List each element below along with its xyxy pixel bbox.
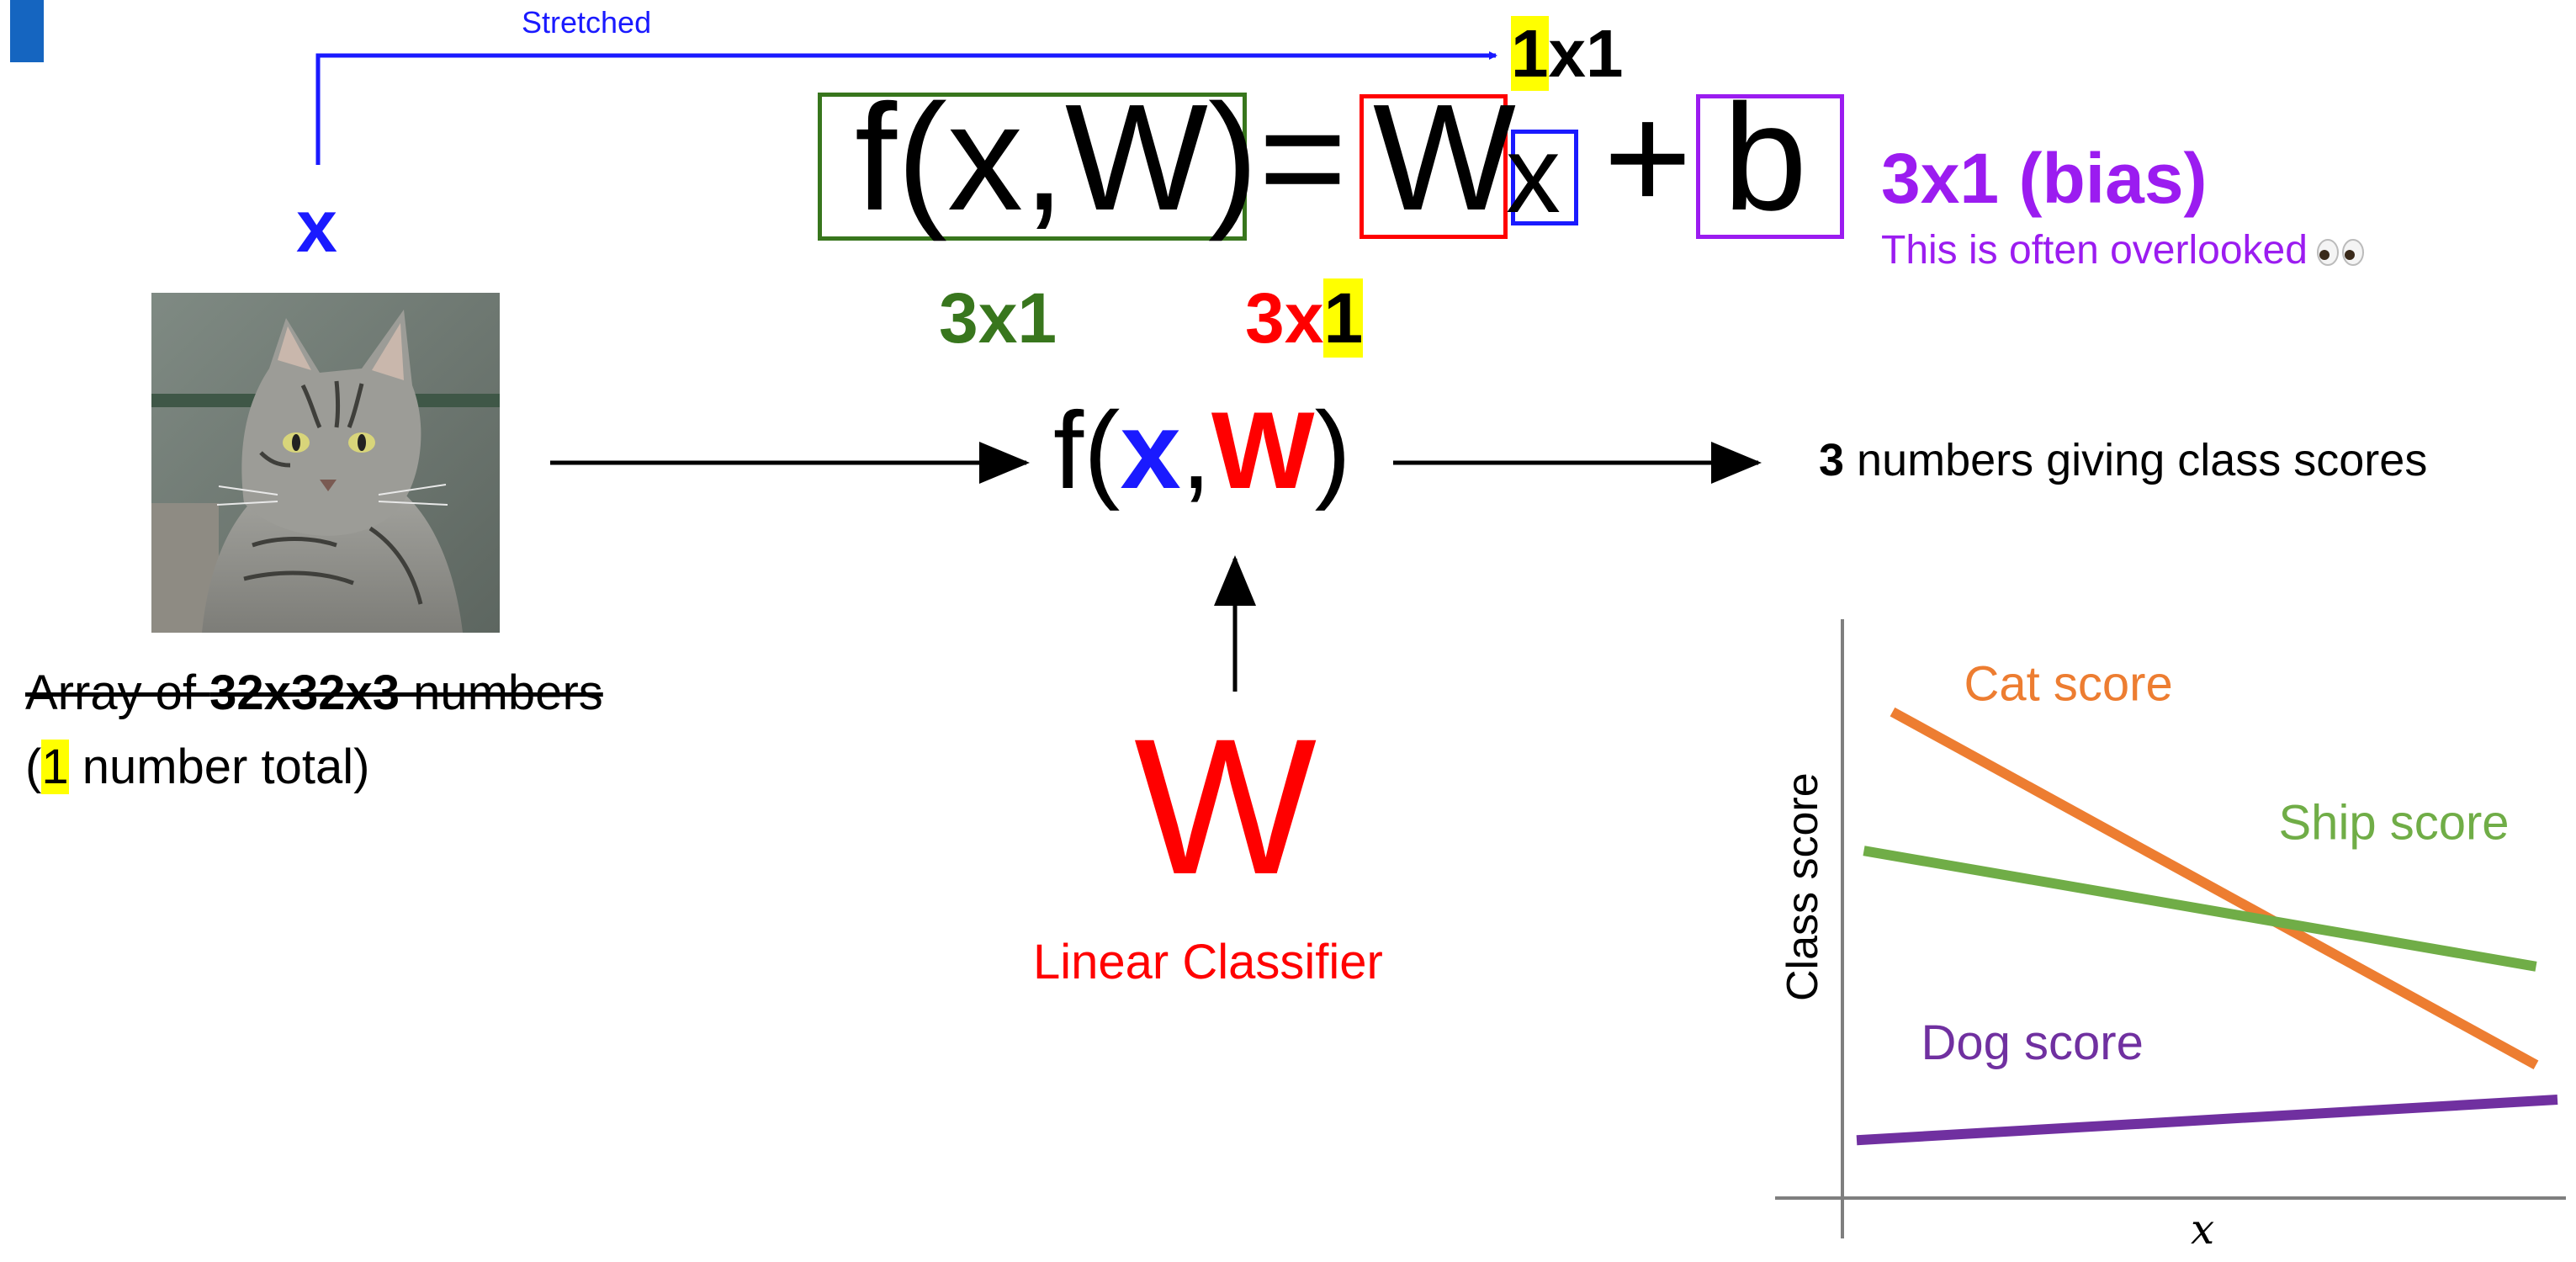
equation-x: x <box>1506 113 1561 236</box>
chart-y-label: Class score <box>1778 772 1827 1001</box>
x-box <box>1511 130 1578 225</box>
weight-dimension-label: 3x1 <box>1245 278 1364 359</box>
array-description: Array of 32x32x3 numbers <box>25 665 603 721</box>
weight-dimension-highlight: 1 <box>1323 278 1364 358</box>
series-line-ship-score <box>1863 846 2537 972</box>
linear-classifier-label: Linear Classifier <box>1033 935 1383 989</box>
eyes-emoji-icon <box>2316 239 2364 267</box>
array-description-prefix: Array of <box>25 665 210 720</box>
class-scores-label: 3 numbers giving class scores <box>1819 434 2427 486</box>
number-total-open: ( <box>25 740 42 794</box>
number-total: (1 number total) <box>25 739 369 795</box>
bias-note-text: This is often overlooked <box>1881 228 2308 273</box>
x-dimension-highlight: 1 <box>1511 16 1549 91</box>
array-description-dims: 32x32x3 <box>209 665 400 720</box>
array-description-suffix: numbers <box>399 665 603 720</box>
series-line-cat-score <box>1890 707 2539 1070</box>
series-line-dog-score <box>1856 1095 2558 1146</box>
number-total-highlight: 1 <box>41 740 69 794</box>
series-label-cat-score: Cat score <box>1964 656 2173 711</box>
stretched-label: Stretched <box>522 5 652 40</box>
class-scores-number: 3 <box>1819 435 1845 485</box>
function-call: f(x,W) <box>1053 395 1351 505</box>
class-scores-rest: numbers giving class scores <box>1844 435 2428 485</box>
function-call-comma: , <box>1180 389 1211 512</box>
series-label-dog-score: Dog score <box>1921 1015 2144 1070</box>
x-dimension-label: 1x1 <box>1511 15 1623 93</box>
chart-x-label: x <box>2191 1205 2214 1254</box>
output-dimension-label: 3x1 <box>939 278 1057 358</box>
cat-image <box>151 293 500 633</box>
series-label-ship-score: Ship score <box>2279 795 2510 850</box>
weights-box <box>1360 94 1508 239</box>
function-call-close: ) <box>1314 389 1351 512</box>
bias-note: This is often overlooked <box>1881 227 2367 273</box>
bias-box <box>1696 94 1844 239</box>
weights-symbol: W <box>1134 698 1317 915</box>
x-dimension-rest: x1 <box>1548 16 1624 91</box>
corner-mark <box>10 0 44 62</box>
input-x-label: x <box>296 184 337 268</box>
equation-plus: + <box>1603 73 1693 242</box>
weight-dimension-prefix: 3x <box>1245 278 1324 358</box>
function-call-open: f( <box>1053 389 1121 512</box>
equation-b: b <box>1723 73 1808 242</box>
function-box <box>818 93 1247 241</box>
equation-equals: = <box>1259 73 1348 242</box>
function-call-w: W <box>1211 389 1315 512</box>
equation-f: f(x,W) <box>855 73 1259 242</box>
equation-w: W <box>1373 73 1516 242</box>
function-call-x: x <box>1120 389 1181 512</box>
number-total-rest: number total) <box>68 740 370 794</box>
bias-dimension-label: 3x1 (bias) <box>1881 139 2208 218</box>
